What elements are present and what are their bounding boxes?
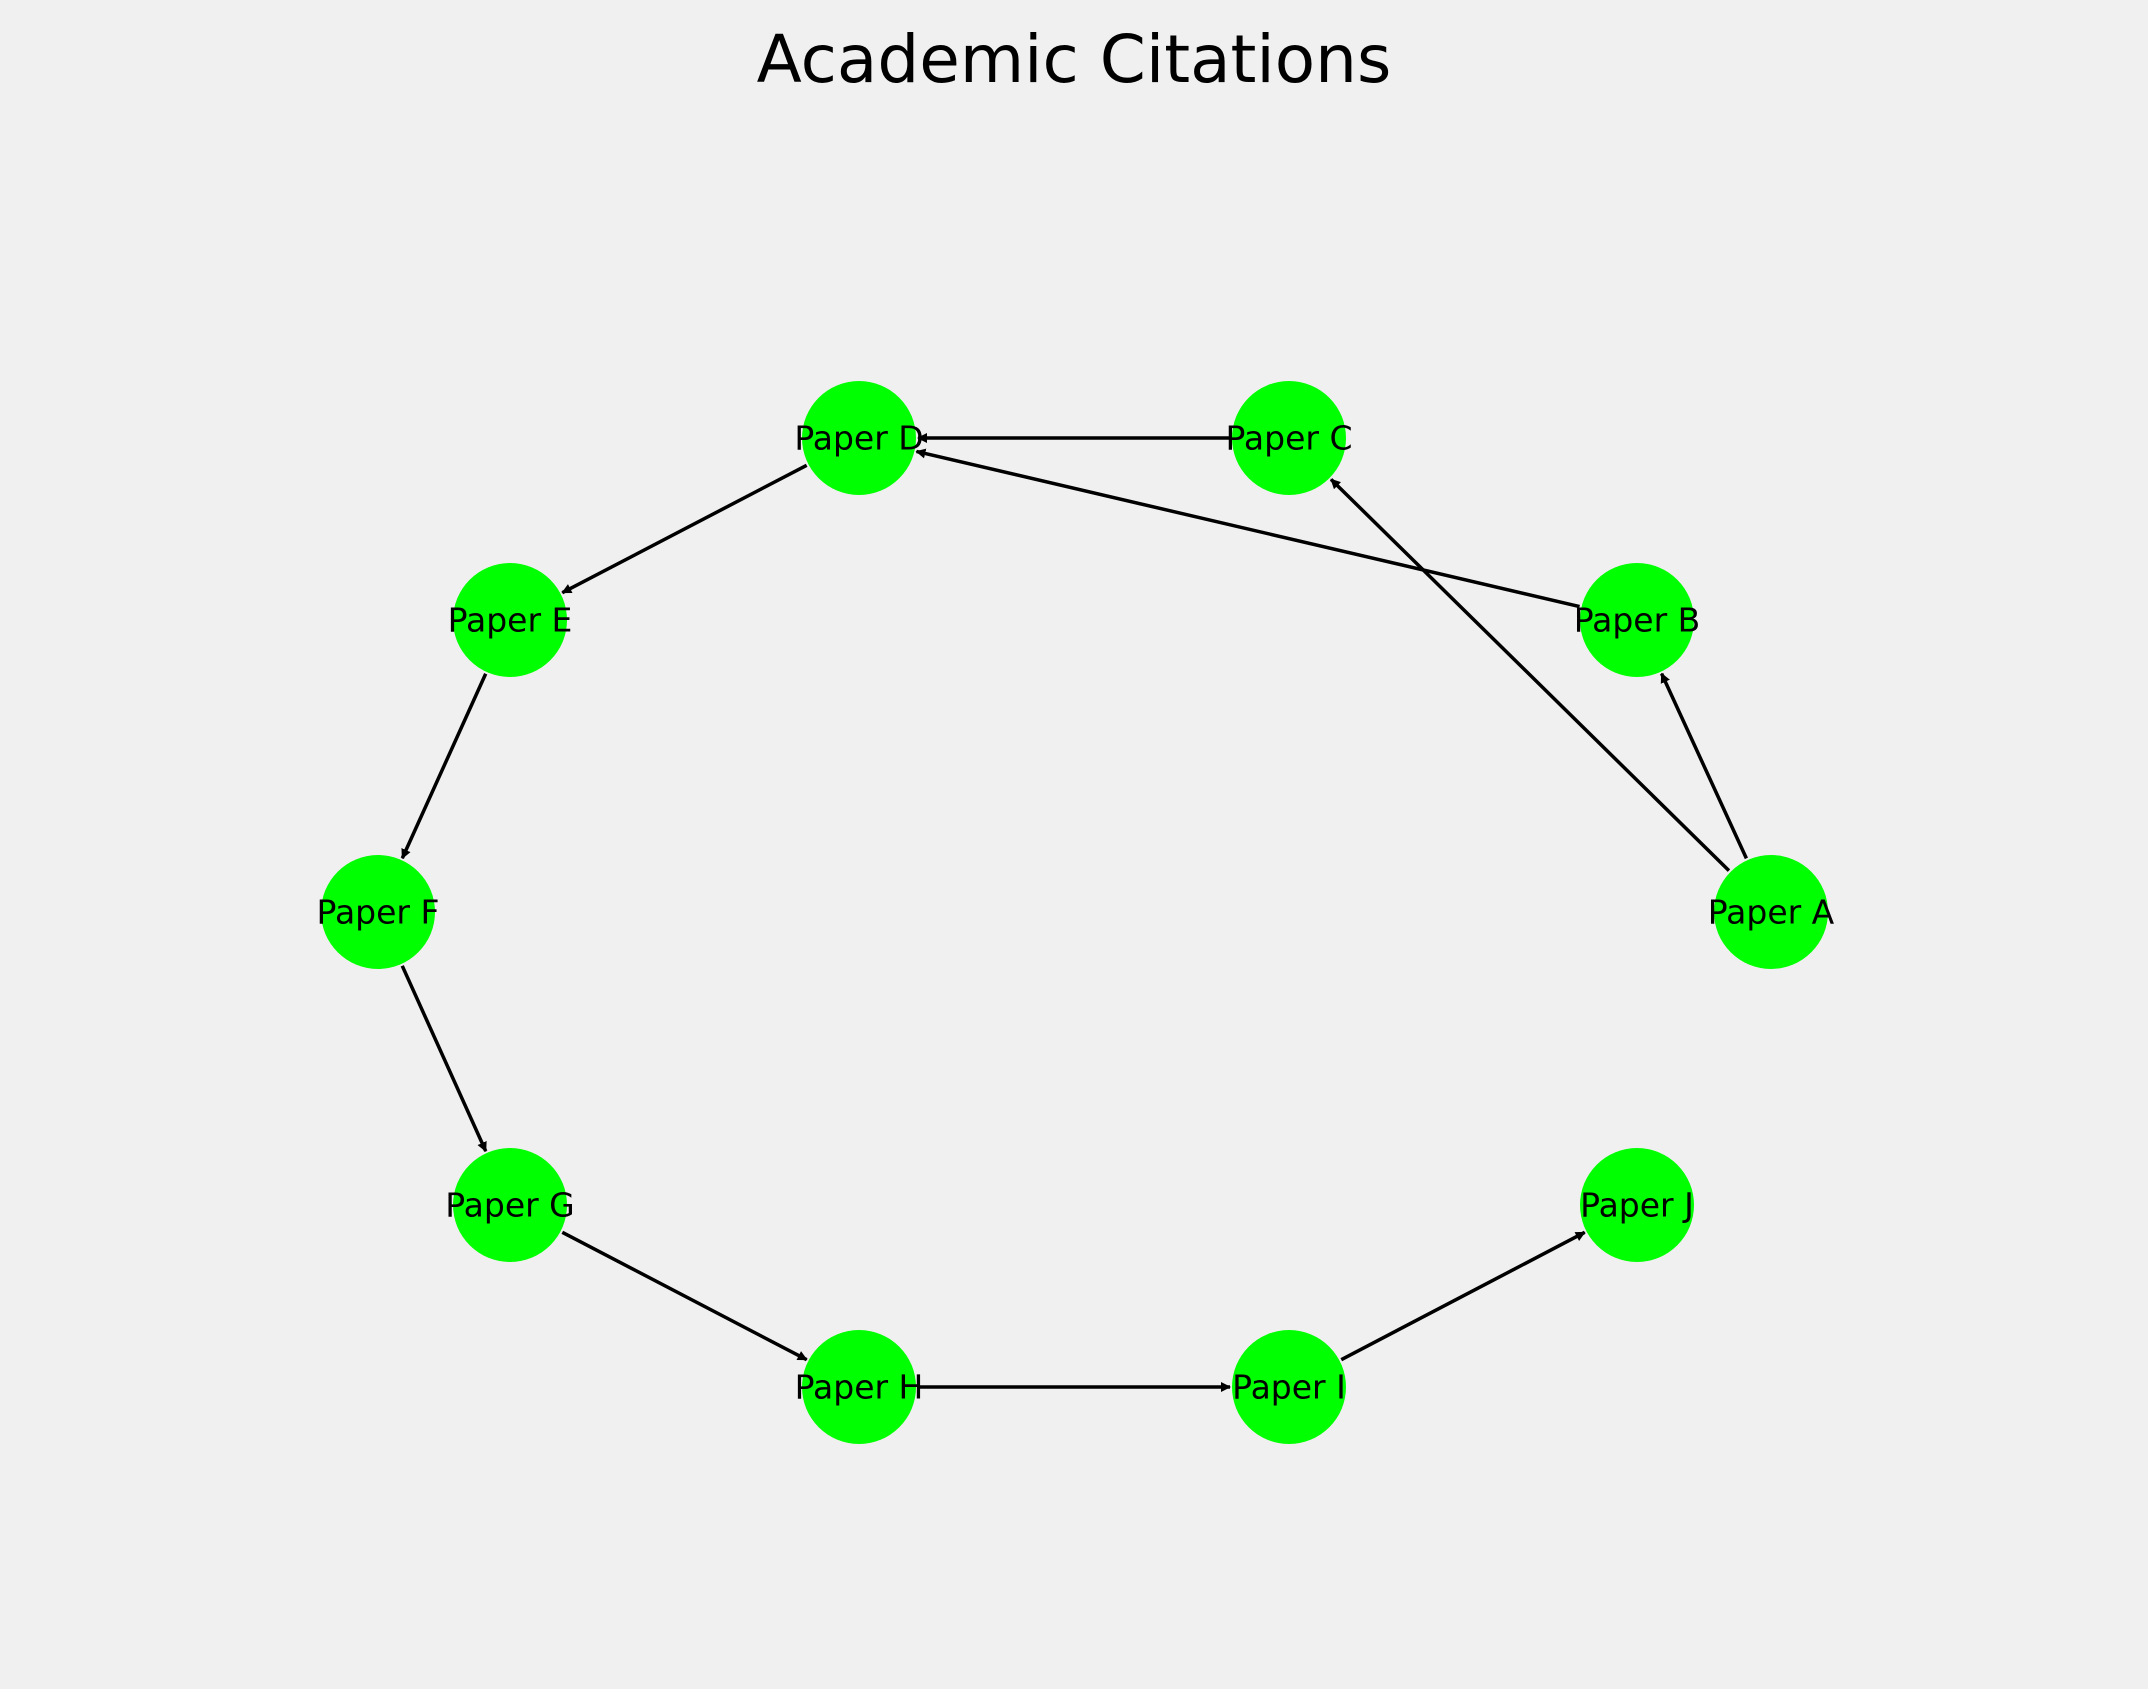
node-paper-g[interactable]: Paper G — [445, 1148, 575, 1262]
diagram-title: Academic Citations — [756, 21, 1392, 98]
node-paper-j[interactable]: Paper J — [1580, 1148, 1694, 1262]
node-label: Paper F — [317, 893, 440, 932]
node-label: Paper D — [794, 419, 923, 458]
node-circle — [1580, 1148, 1694, 1262]
node-paper-i[interactable]: Paper I — [1232, 1330, 1346, 1444]
node-paper-d[interactable]: Paper D — [794, 381, 924, 495]
node-label: Paper H — [795, 1368, 924, 1407]
node-circle — [453, 1148, 567, 1262]
edge-e-to-f — [400, 673, 488, 860]
edge-a-to-c — [1329, 478, 1731, 872]
edge-b-to-d — [915, 448, 1580, 609]
node-label: Paper G — [445, 1186, 575, 1225]
node-circle — [1232, 381, 1346, 495]
nodes-layer: Paper A Paper B Paper C Paper D Paper E Paper… — [317, 381, 1835, 1444]
node-paper-h[interactable]: Paper H — [795, 1330, 924, 1444]
node-label: Paper I — [1232, 1368, 1346, 1407]
node-circle — [1714, 855, 1828, 969]
node-paper-a[interactable]: Paper A — [1708, 855, 1835, 969]
edge-f-to-g — [400, 965, 488, 1153]
node-circle — [321, 855, 435, 969]
node-paper-c[interactable]: Paper C — [1226, 381, 1353, 495]
edge-i-to-j — [1340, 1230, 1586, 1362]
node-label: Paper A — [1708, 893, 1835, 932]
node-label: Paper E — [448, 601, 573, 640]
node-label: Paper C — [1226, 419, 1353, 458]
edge-a-to-b — [1660, 672, 1748, 860]
node-circle — [1580, 563, 1694, 677]
node-paper-b[interactable]: Paper B — [1574, 563, 1701, 677]
node-label: Paper B — [1574, 601, 1701, 640]
node-label: Paper J — [1580, 1186, 1694, 1225]
node-circle — [802, 381, 916, 495]
edge-d-to-e — [561, 463, 808, 595]
node-paper-e[interactable]: Paper E — [448, 563, 573, 677]
node-circle — [802, 1330, 916, 1444]
edges-layer — [400, 433, 1748, 1392]
node-circle — [1232, 1330, 1346, 1444]
node-circle — [453, 563, 567, 677]
node-paper-f[interactable]: Paper F — [317, 855, 440, 969]
edge-g-to-h — [561, 1230, 808, 1362]
